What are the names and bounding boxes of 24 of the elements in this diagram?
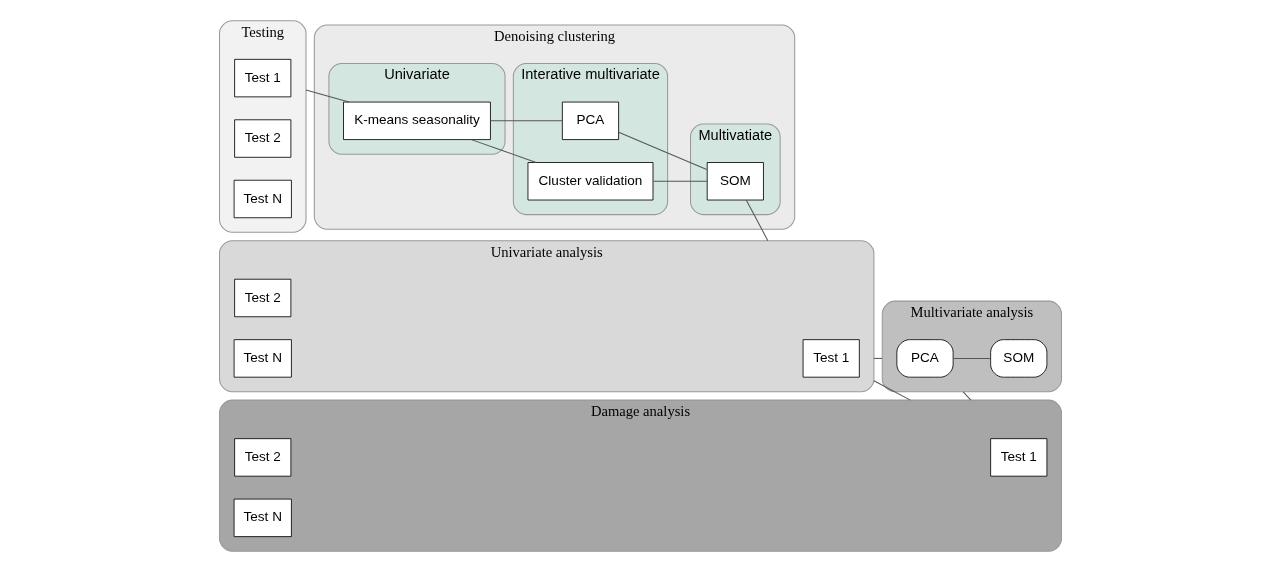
node-box: SOM (706, 162, 764, 201)
node-box: Test N (233, 179, 292, 219)
node-box: Test 1 (802, 339, 860, 378)
connector (745, 199, 768, 242)
node-box: K-means seasonality (342, 101, 491, 140)
node-box: Test 1 (233, 58, 291, 98)
node-box: Test N (233, 498, 292, 538)
connector (652, 180, 708, 182)
connector (489, 120, 563, 122)
connector (305, 89, 350, 103)
node-box: PCA (561, 101, 619, 140)
connector (952, 357, 991, 359)
node-box: Test 2 (233, 119, 291, 158)
connector (872, 380, 911, 401)
connector (962, 391, 971, 401)
node-box: SOM (989, 339, 1047, 378)
node-box: Test 1 (989, 438, 1047, 477)
connector (470, 139, 537, 163)
connector (617, 131, 707, 171)
node-box: Cluster validation (527, 162, 653, 201)
node-box: PCA (895, 339, 954, 378)
node-box: Test N (233, 339, 292, 378)
node-box: Test 2 (233, 438, 291, 477)
node-box: Test 2 (233, 278, 291, 318)
